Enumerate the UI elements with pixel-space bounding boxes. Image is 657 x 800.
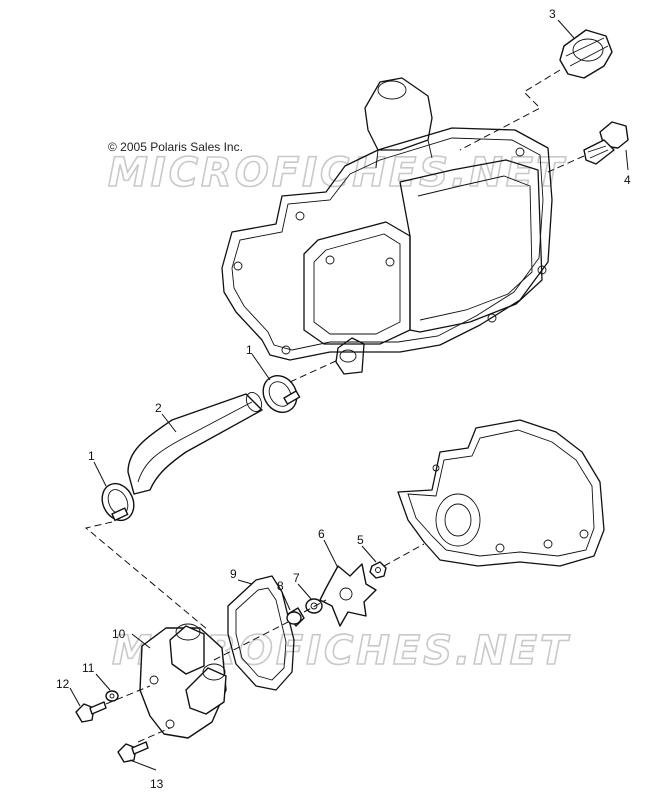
- part-1-clamp-upper: [262, 375, 301, 413]
- part-5-nut: [369, 561, 387, 579]
- watermark-top: MICROFICHES.NET: [108, 150, 566, 196]
- dashed-line-pump: [213, 543, 425, 661]
- part-13-bolt: [117, 741, 149, 763]
- copyright-text: © 2005 Polaris Sales Inc.: [108, 140, 243, 154]
- crankcase: [397, 419, 605, 567]
- callout-7: 7: [293, 571, 300, 585]
- callout-11: 11: [82, 661, 95, 675]
- part-1-clamp-lower: [101, 482, 135, 522]
- part-4-sensor: [583, 121, 629, 165]
- callout-6: 6: [318, 527, 325, 541]
- dashed-line-cap: [459, 69, 561, 151]
- callout-2: 2: [155, 401, 162, 415]
- callout-1-upper: 1: [246, 343, 253, 357]
- part-2-hose: [127, 392, 263, 495]
- dashed-line-hose-head: [289, 359, 339, 383]
- part-10-pump-cover: [139, 623, 227, 739]
- part-11-washer: [105, 690, 119, 702]
- callout-8: 8: [277, 579, 284, 593]
- part-6-impeller: [319, 563, 377, 627]
- part-9-gasket: [227, 575, 295, 691]
- callout-1-lower: 1: [88, 449, 95, 463]
- dashed-line-sensor: [547, 155, 585, 173]
- dashed-line-bolt: [137, 727, 171, 743]
- callout-13: 13: [150, 777, 164, 791]
- leader-lines: [69, 19, 629, 771]
- dashed-line-bolt-12: [95, 685, 151, 709]
- callout-3: 3: [549, 7, 556, 21]
- part-12-bolt: [75, 701, 107, 723]
- callout-5: 5: [357, 533, 364, 547]
- dashed-line-hose: [84, 521, 209, 631]
- callout-4: 4: [624, 173, 631, 187]
- part-8-seal: [286, 607, 305, 627]
- callout-12: 12: [56, 677, 70, 691]
- cylinder-head: [221, 77, 553, 375]
- callout-9: 9: [230, 567, 237, 581]
- callout-10: 10: [112, 627, 126, 641]
- part-3-cap: [559, 29, 613, 79]
